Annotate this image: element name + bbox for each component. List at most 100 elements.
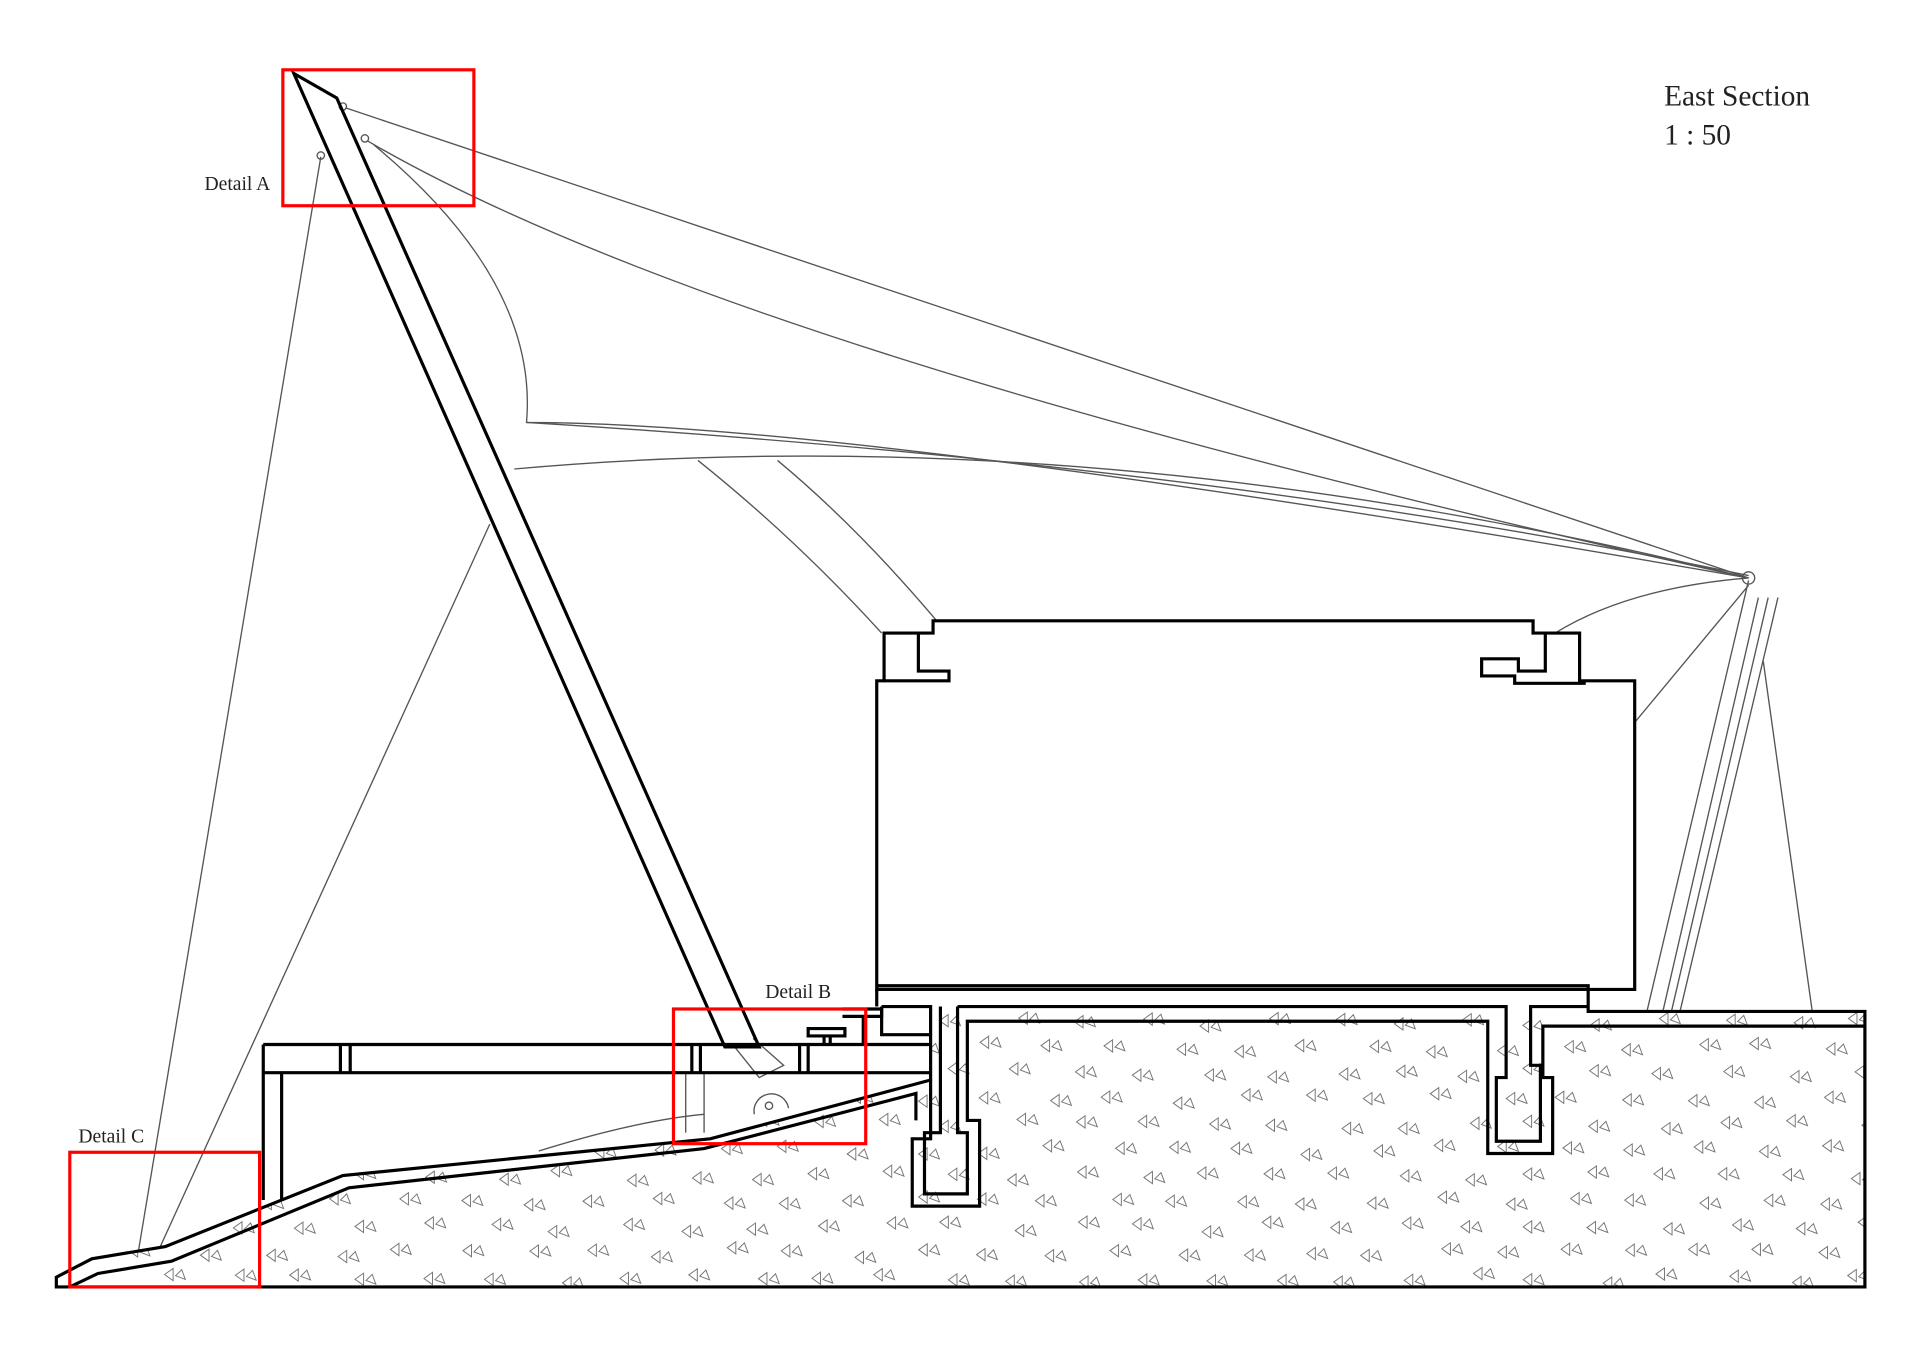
- hatch-triangle: [1586, 1220, 1609, 1235]
- hatch-triangle: [1236, 1194, 1260, 1209]
- hatch-triangle: [1587, 1164, 1610, 1180]
- hatch-triangle: [1049, 1093, 1073, 1108]
- hatch-triangle: [295, 1014, 318, 1029]
- hatch-triangle: [160, 1222, 184, 1237]
- hatch-triangle: [589, 1096, 613, 1111]
- hatch-triangle: [1623, 1193, 1647, 1208]
- hatch-triangle: [1588, 1063, 1612, 1078]
- hatch-triangle: [976, 1192, 1000, 1207]
- hatch-triangle: [1587, 1119, 1611, 1134]
- hatch-triangle: [622, 1217, 646, 1232]
- hatch-triangle: [1016, 1112, 1039, 1127]
- hatch-triangle: [547, 1224, 570, 1239]
- hatch-triangle: [206, 1195, 229, 1211]
- hatch-triangle: [1653, 1166, 1676, 1181]
- hatch-triangle: [1261, 1215, 1284, 1230]
- hatch-triangle: [650, 1249, 674, 1264]
- detail-b-label: Detail B: [765, 982, 831, 1003]
- hatch-triangle: [498, 1172, 522, 1187]
- hatch-triangle: [354, 1113, 377, 1128]
- hatch-triangle: [1168, 1140, 1192, 1155]
- hatch-triangle: [353, 1017, 377, 1033]
- hatch-triangle: [619, 1271, 642, 1286]
- hatch-triangle: [1341, 1121, 1364, 1136]
- hatch-triangle: [854, 1250, 877, 1265]
- detail-c-box[interactable]: [68, 1150, 262, 1289]
- hatch-triangle: [1433, 1138, 1456, 1153]
- hatch-triangle: [1395, 1064, 1419, 1079]
- tension-cables: [137, 102, 1813, 1252]
- hatch-triangle: [1662, 1221, 1686, 1236]
- hatch-triangle: [688, 1010, 712, 1025]
- hatch-triangle: [1040, 1038, 1063, 1053]
- hatch-triangle: [1505, 1091, 1528, 1106]
- hatch-triangle: [483, 1272, 507, 1287]
- hatch-triangle: [1074, 1064, 1098, 1079]
- hatch-triangle: [399, 1191, 422, 1206]
- hatch-triangle: [1725, 1013, 1749, 1028]
- hatch-triangle: [1722, 1064, 1746, 1079]
- hatch-triangle: [265, 1248, 289, 1263]
- hatch-triangle: [1044, 1248, 1067, 1263]
- hatch-triangle: [202, 1091, 225, 1106]
- detail-a-label: Detail A: [204, 174, 270, 195]
- hatch-triangle: [128, 1095, 151, 1110]
- deck: [261, 1007, 931, 1201]
- hatch-triangle: [977, 1146, 1000, 1161]
- hatch-triangle: [1496, 1245, 1520, 1260]
- hatch-triangle: [887, 1018, 911, 1033]
- hatch-triangle: [224, 1011, 248, 1026]
- detail-b-box[interactable]: [671, 1007, 868, 1146]
- hatch-triangle: [288, 1267, 312, 1283]
- hatch-triangle: [1554, 1090, 1577, 1105]
- hatch-triangle: [878, 1112, 901, 1127]
- hatch-triangle: [157, 1168, 181, 1183]
- hatch-triangle: [199, 1248, 223, 1263]
- hatch-triangle: [882, 1164, 905, 1179]
- hatch-triangle: [586, 1243, 610, 1258]
- hatch-triangle: [1825, 1041, 1849, 1056]
- hatch-triangle: [938, 1215, 962, 1230]
- hatch-triangle: [717, 1087, 741, 1102]
- hatch-triangle: [1294, 1196, 1317, 1212]
- hatch-triangle: [1655, 1266, 1678, 1282]
- section-title: East Section: [1664, 80, 1810, 112]
- hatch-triangle: [1403, 1273, 1426, 1287]
- hatch-triangle: [809, 1009, 833, 1024]
- hatch-triangle: [979, 1035, 1002, 1050]
- hatch-triangle: [1496, 1139, 1520, 1154]
- hatch-triangle: [1131, 1068, 1154, 1083]
- hatch-triangle: [1393, 1016, 1417, 1031]
- hatch-triangle: [459, 1093, 482, 1108]
- hatch-triangle: [1460, 1219, 1483, 1234]
- detail-a-box[interactable]: [281, 68, 476, 208]
- hatch-triangle: [1624, 1243, 1648, 1258]
- hatch-triangle: [780, 1243, 803, 1258]
- hatch-triangle: [389, 1242, 413, 1257]
- hatch-triangle: [1819, 1197, 1843, 1212]
- hatch-triangle: [163, 1267, 187, 1282]
- hatch-triangle: [917, 1242, 941, 1257]
- hatch-triangle: [1857, 1215, 1865, 1230]
- hatch-triangle: [1850, 1171, 1865, 1186]
- hatch-triangle: [917, 1146, 941, 1162]
- hatch-triangle: [1522, 1219, 1545, 1234]
- hatch-triangle: [1399, 1168, 1422, 1183]
- hatch-triangle: [1429, 1086, 1452, 1101]
- hatch-triangle: [400, 1090, 424, 1105]
- hatch-triangle: [558, 1010, 582, 1025]
- hatch-triangle: [234, 1268, 258, 1283]
- hatch-triangle: [302, 1117, 326, 1132]
- hatch-triangle: [1687, 1093, 1711, 1108]
- hatch-triangle: [1329, 1220, 1353, 1235]
- hatch-triangle: [133, 1035, 157, 1051]
- hatch-triangle: [757, 1271, 781, 1286]
- hatch-triangle: [947, 1272, 971, 1287]
- hatch-triangle: [487, 1016, 510, 1032]
- hatch-triangle: [489, 1117, 512, 1132]
- hatch-triangle: [423, 1271, 446, 1286]
- hatch-triangle: [1496, 1043, 1520, 1058]
- hatch-triangle: [846, 1146, 869, 1162]
- hatch-triangle: [1266, 1069, 1290, 1084]
